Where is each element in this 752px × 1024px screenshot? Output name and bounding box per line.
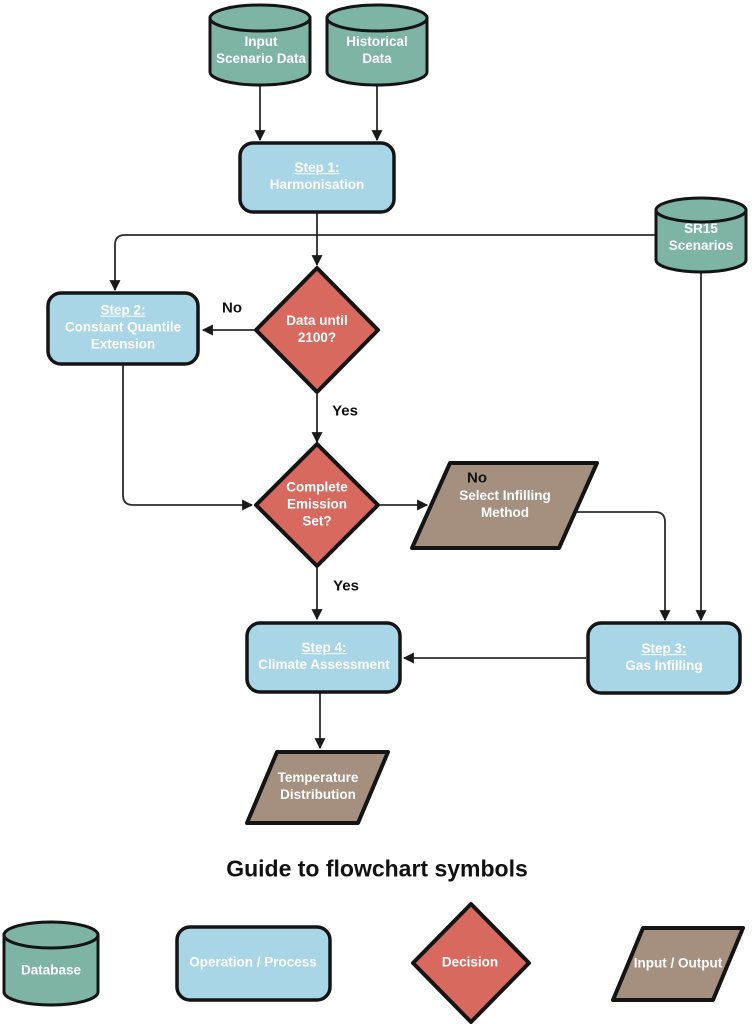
input-scenario-db-shape [208, 3, 312, 87]
legend-decision-label: Decision [441, 954, 499, 970]
step4-box-shape [245, 621, 402, 694]
edge-sr15-branch-to-step2 [109, 234, 656, 292]
historical-db-shape [325, 3, 429, 87]
edge-label-no-2100: No [222, 299, 242, 317]
legend-process-label: Operation / Process [189, 954, 317, 970]
step1-box-shape [238, 141, 396, 214]
legend-decision-shape [411, 902, 531, 1024]
step1-label: Step 1: Harmonisation [269, 160, 365, 192]
legend-database-shape [2, 920, 100, 1007]
step2-label: Step 2: Constant Quantile Extension [64, 302, 182, 352]
edge-step2-to-emission [122, 364, 254, 511]
legend-io-shape [611, 926, 745, 1002]
legend-process-shape [175, 925, 332, 1002]
edge-label-yes-emission: Yes [333, 577, 359, 595]
edge-label-no-emission: No [467, 469, 487, 487]
decision-2100-shape [254, 266, 380, 394]
step4-label: Step 4: Climate Assessment [258, 640, 390, 672]
decision-emission-shape [254, 442, 380, 568]
input-scenario-db-label: Input Scenario Data [215, 34, 307, 66]
edge-infilling-to-step3 [577, 511, 671, 622]
step2-box-shape [46, 291, 200, 366]
select-infilling-label: Select Infilling Method [459, 488, 551, 520]
sr15-db-shape [654, 196, 748, 274]
connectors [109, 86, 707, 750]
legend-title: Guide to flowchart symbols [226, 855, 528, 882]
select-infilling-shape [410, 461, 599, 550]
edge-label-yes-2100: Yes [332, 402, 358, 420]
sr15-db-label: SR15 Scenarios [668, 221, 734, 253]
decision-2100-label: Data until 2100? [286, 313, 348, 345]
step3-label: Step 3: Gas Infilling [625, 641, 703, 673]
legend-io-label: Input / Output [633, 955, 723, 971]
temperature-dist-label: Temperature Distribution [277, 770, 359, 802]
legend-database-label: Database [20, 962, 82, 978]
temperature-dist-shape [245, 750, 390, 825]
historical-db-label: Historical Data [346, 34, 408, 66]
step3-box-shape [586, 621, 742, 695]
decision-emission-label: Complete Emission Set? [286, 479, 348, 529]
